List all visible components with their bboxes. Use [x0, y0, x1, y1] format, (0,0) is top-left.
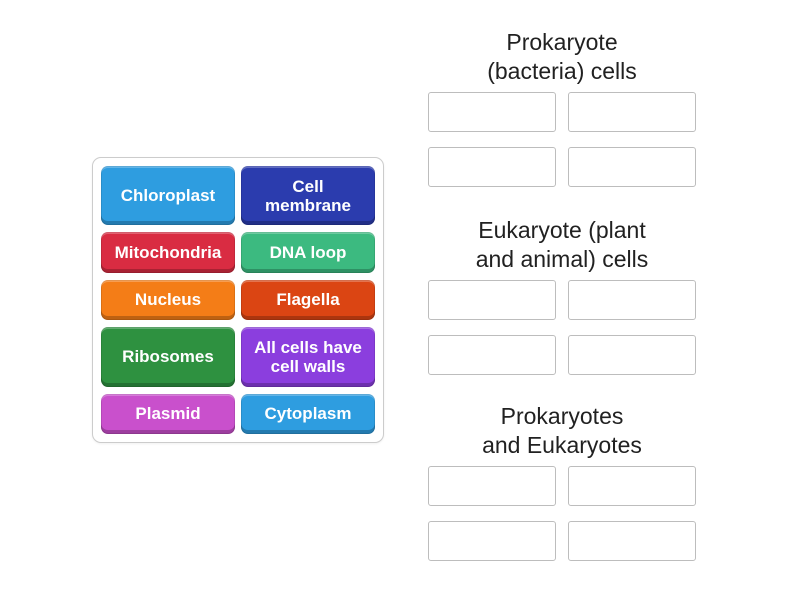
- tile-label-line: Nucleus: [134, 290, 202, 310]
- drop-slot[interactable]: [428, 147, 556, 187]
- group-title-prokaryote-bacteria-cells: Prokaryote (bacteria) cells: [428, 28, 696, 86]
- group-title-eukaryote-plant-animal-cells: Eukaryote (plant and animal) cells: [428, 216, 696, 274]
- tile-label-line: Cytoplasm: [264, 404, 352, 424]
- group-title-prokaryotes-and-eukaryotes: Prokaryotes and Eukaryotes: [428, 402, 696, 460]
- group-title-line: Prokaryote: [506, 29, 618, 55]
- tile-label-line: Flagella: [276, 290, 340, 310]
- drop-slot[interactable]: [568, 92, 696, 132]
- drop-slot[interactable]: [568, 280, 696, 320]
- tile-chloroplast[interactable]: Chloroplast: [101, 166, 235, 226]
- drop-slot[interactable]: [568, 147, 696, 187]
- slot-grid-prokaryote-bacteria-cells: [428, 92, 696, 187]
- tile-label-line: cell walls: [270, 356, 346, 376]
- tile-flagella[interactable]: Flagella: [241, 279, 375, 321]
- tile-label-line: All cells have: [254, 337, 362, 357]
- tile-ribosomes[interactable]: Ribosomes: [101, 327, 235, 387]
- drop-slot[interactable]: [428, 92, 556, 132]
- tile-label-line: Ribosomes: [122, 347, 214, 367]
- group-title-line: (bacteria) cells: [487, 58, 637, 84]
- tile-label-line: Mitochondria: [114, 243, 222, 263]
- group-title-line: and animal) cells: [475, 246, 649, 272]
- drop-slot[interactable]: [428, 466, 556, 506]
- drop-slot[interactable]: [428, 521, 556, 561]
- drop-slot[interactable]: [568, 335, 696, 375]
- group-title-line: and Eukaryotes: [482, 432, 642, 458]
- group-eukaryote-plant-animal-cells: Eukaryote (plant and animal) cells: [428, 216, 696, 375]
- group-title-line: Eukaryote (plant: [478, 217, 646, 243]
- group-prokaryote-bacteria-cells: Prokaryote (bacteria) cells: [428, 28, 696, 187]
- group-prokaryotes-and-eukaryotes: Prokaryotes and Eukaryotes: [428, 402, 696, 561]
- slot-grid-eukaryote-plant-animal-cells: [428, 280, 696, 375]
- tile-plasmid[interactable]: Plasmid: [101, 393, 235, 434]
- tile-label-line: DNA loop: [269, 243, 347, 263]
- slot-grid-prokaryotes-and-eukaryotes: [428, 466, 696, 561]
- tile-label-line: membrane: [265, 195, 351, 215]
- tile-label-line: Cell: [292, 176, 324, 196]
- tile-mitochondria[interactable]: Mitochondria: [101, 232, 235, 273]
- tile-cytoplasm[interactable]: Cytoplasm: [241, 393, 375, 434]
- group-title-line: Prokaryotes: [500, 403, 624, 429]
- tile-dna-loop[interactable]: DNA loop: [241, 232, 375, 273]
- drop-slot[interactable]: [568, 466, 696, 506]
- tile-nucleus[interactable]: Nucleus: [101, 279, 235, 321]
- drop-slot[interactable]: [428, 335, 556, 375]
- drop-slot[interactable]: [568, 521, 696, 561]
- tile-label-line: Plasmid: [135, 404, 201, 424]
- tile-label-line: Chloroplast: [120, 186, 216, 206]
- drop-slot[interactable]: [428, 280, 556, 320]
